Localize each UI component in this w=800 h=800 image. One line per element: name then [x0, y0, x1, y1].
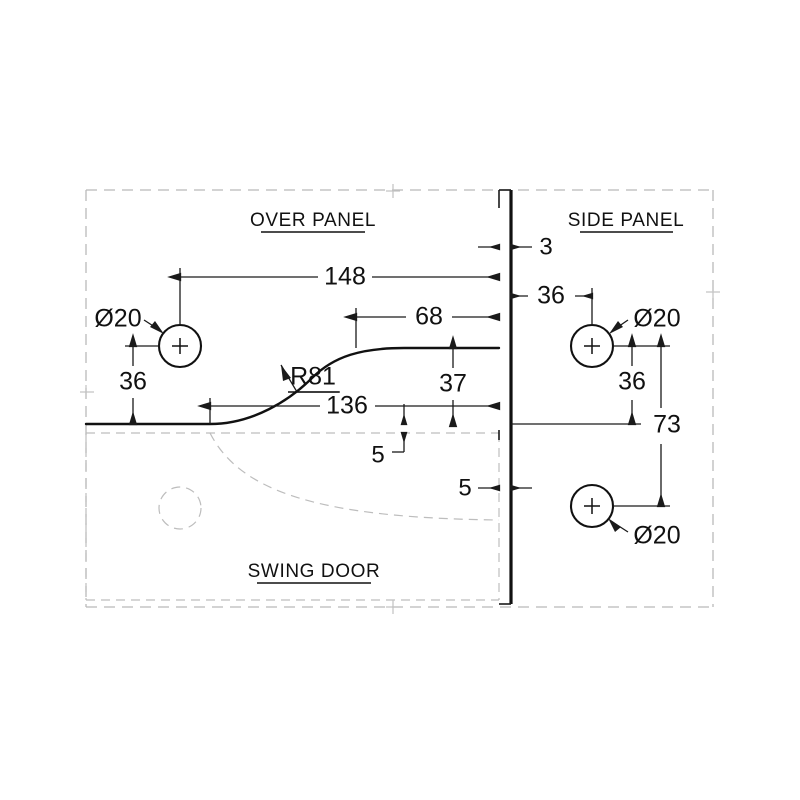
dim-148: 148 — [167, 263, 501, 325]
dim-36-side-vertical-text: 36 — [618, 368, 646, 396]
dia-20-over-panel-text: Ø20 — [94, 305, 141, 333]
dim-5-vertical-text: 5 — [371, 441, 384, 468]
ghost-door-hole — [158, 486, 202, 530]
dia-20-side-top-text: Ø20 — [633, 305, 680, 333]
dim-36-side-vertical: 36 — [511, 333, 670, 426]
dim-73-text: 73 — [653, 411, 681, 439]
dim-37: 37 — [439, 335, 467, 428]
dia-20-side-bottom-arrowhead — [608, 518, 621, 532]
hole-over-panel — [157, 323, 203, 369]
panel-label-over: OVER PANEL — [250, 210, 376, 233]
dim-36-side-horizontal-text: 36 — [537, 282, 565, 310]
hole-side-panel-top — [569, 323, 615, 369]
panel-label-door: SWING DOOR — [248, 561, 381, 584]
dia-20-over-panel: Ø20 — [94, 305, 164, 334]
side-panel-label: SIDE PANEL — [568, 210, 685, 231]
dim-3: 3 — [478, 233, 553, 260]
over-panel-profile — [84, 346, 501, 426]
holes-group — [157, 323, 615, 529]
dim-5-vertical: 5 — [371, 404, 408, 468]
dim-68-text: 68 — [415, 303, 443, 331]
dim-r81: R81 — [280, 363, 340, 393]
swing-door-label: SWING DOOR — [248, 561, 381, 582]
dim-136-text: 136 — [326, 392, 368, 420]
over-panel-label: OVER PANEL — [250, 210, 376, 231]
dim-3-text: 3 — [539, 233, 552, 260]
panel-outline-group — [84, 189, 513, 605]
dim-37-text: 37 — [439, 370, 467, 398]
ghost-swing-arc — [209, 432, 500, 521]
dim-73: 73 — [613, 333, 681, 508]
dim-36-left-text: 36 — [119, 368, 147, 396]
center-marks — [80, 184, 720, 614]
dia-20-over-panel-arrowhead — [150, 321, 164, 334]
dim-5-horizontal: 5 — [458, 474, 532, 501]
hole-side-panel-bottom — [569, 483, 615, 529]
dim-148-text: 148 — [324, 263, 366, 291]
dim-36-side-horizontal: 36 — [509, 282, 594, 325]
dia-20-side-bottom: Ø20 — [608, 518, 681, 550]
dia-20-side-top: Ø20 — [609, 305, 681, 334]
dim-r81-arrowhead — [281, 365, 291, 381]
dia-20-side-bottom-text: Ø20 — [633, 522, 680, 550]
dia-20-side-top-arrowhead — [609, 321, 623, 334]
dim-36-left: 36 — [119, 333, 160, 426]
hidden-geometry-group — [80, 184, 720, 614]
dim-5-horizontal-text: 5 — [458, 474, 471, 501]
dim-r81-text: R81 — [290, 363, 336, 391]
panel-label-side: SIDE PANEL — [568, 210, 685, 233]
dim-136: 136 — [197, 392, 501, 424]
dim-68: 68 — [343, 303, 501, 348]
